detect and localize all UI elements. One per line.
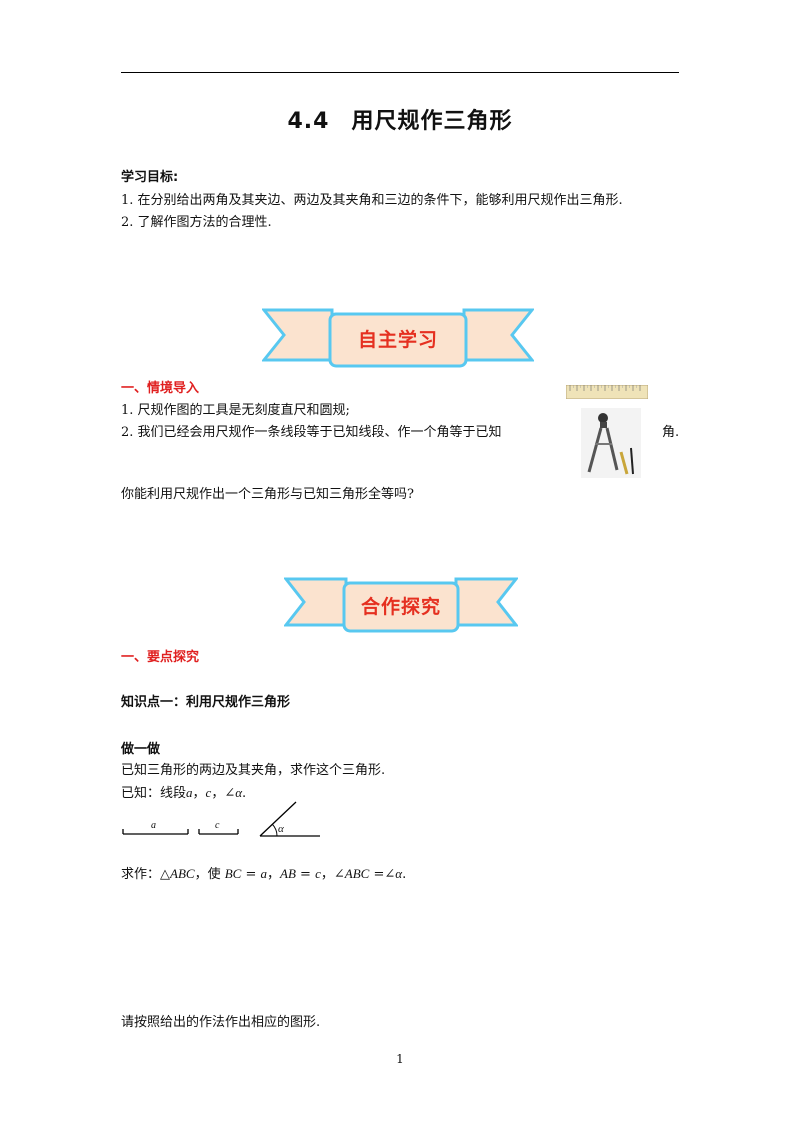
segment-c-figure xyxy=(198,829,239,835)
intro-line-2-start: 2. 我们已经会用尺规作一条线段等于已知线段、作一个角等于已知 xyxy=(121,425,502,440)
construct-eq: = xyxy=(241,867,261,882)
angle-alpha-label: α xyxy=(278,823,284,835)
given-angle-sign: ，∠ xyxy=(211,786,236,801)
compass-icon xyxy=(581,408,641,478)
given-sep: ， xyxy=(192,786,206,801)
construct-triangle-abc: ABC xyxy=(170,866,195,881)
objectives-heading: 学习目标: xyxy=(121,170,179,185)
banner-self-study: 自主学习 xyxy=(260,304,536,370)
construct-sep: ，使 xyxy=(194,867,225,882)
instruction-text: 请按照给出的作法作出相应的图形. xyxy=(121,1015,321,1030)
banner-cooperative-inquiry: 合作探究 xyxy=(282,575,520,635)
intro-question: 你能利用尺规作出一个三角形与已知三角形全等吗? xyxy=(121,487,414,502)
ruler-icon xyxy=(566,385,648,399)
page-number: 1 xyxy=(396,1052,404,1066)
banner-ribbon-icon xyxy=(282,577,520,633)
construct-prefix: 求作：△ xyxy=(121,867,170,882)
header-rule xyxy=(121,72,679,73)
objective-item-2: 2. 了解作图方法的合理性. xyxy=(121,215,272,230)
section-number: 4.4 xyxy=(287,109,330,134)
construct-alpha: α xyxy=(395,866,403,881)
explore-heading: 一、要点探究 xyxy=(121,650,200,665)
task-statement: 已知三角形的两边及其夹角，求作这个三角形. xyxy=(121,763,386,778)
given-a: a xyxy=(186,785,193,800)
segment-a-label: a xyxy=(151,820,156,831)
construct-angle-sign: ，∠ xyxy=(320,867,345,882)
intro-line-2-end: 角. xyxy=(662,425,680,440)
construct-c: c xyxy=(315,866,321,881)
knowledge-point-heading: 知识点一：利用尺规作三角形 xyxy=(121,695,291,710)
construct-a: a xyxy=(260,866,268,881)
given-prefix: 已知：线段 xyxy=(121,786,187,801)
given-statement: 已知：线段a，c，∠α. xyxy=(121,783,246,804)
banner-cooperative-inquiry-label: 合作探究 xyxy=(360,596,441,618)
objective-item-1: 1. 在分别给出两角及其夹边、两边及其夹角和三边的条件下，能够利用尺规作出三角形… xyxy=(121,193,623,208)
construct-ab: AB xyxy=(280,866,296,881)
construct-eq-angle: =∠ xyxy=(369,867,396,882)
banner-self-study-label: 自主学习 xyxy=(357,329,438,351)
section-title: 用尺规作三角形 xyxy=(351,109,513,134)
intro-line-1: 1. 尺规作图的工具是无刻度直尺和圆规; xyxy=(121,403,350,418)
given-c: c xyxy=(205,785,212,800)
construct-eq: = xyxy=(295,867,316,882)
given-end: . xyxy=(242,786,247,801)
construct-statement: 求作：△ABC，使 BC = a，AB = c，∠ABC =∠α. xyxy=(121,864,406,885)
banner-ribbon-icon xyxy=(260,308,536,368)
construct-bc: BC xyxy=(224,866,242,881)
segment-c-label: c xyxy=(215,820,220,831)
construct-angle-abc: ABC xyxy=(344,866,370,881)
angle-alpha-figure xyxy=(259,801,320,837)
given-alpha: α xyxy=(235,785,243,800)
page-title: 4.4 用尺规作三角形 xyxy=(0,103,800,135)
construct-end: . xyxy=(402,867,407,882)
segment-a-figure xyxy=(122,829,189,835)
intro-heading: 一、情境导入 xyxy=(121,381,200,396)
construct-sep: ， xyxy=(267,867,281,882)
do-it-heading: 做一做 xyxy=(121,742,161,757)
